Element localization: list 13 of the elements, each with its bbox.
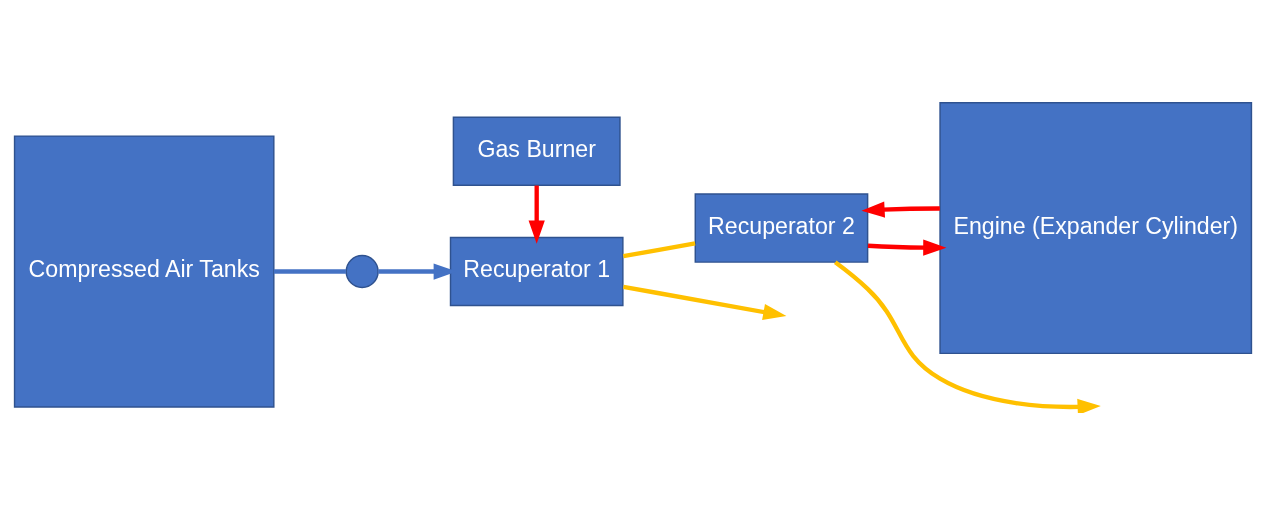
node-box: Recuperator 2 (694, 193, 869, 263)
arrow (834, 260, 1101, 413)
connector (273, 269, 346, 274)
connector (623, 241, 696, 259)
arrow (528, 185, 545, 244)
node-box: Recuperator 1 (449, 236, 624, 307)
arrow (623, 284, 787, 321)
arrow (861, 201, 940, 218)
node-box: Engine (Expander Cylinder) (939, 102, 1253, 355)
node-box: Compressed Air Tanks (13, 135, 275, 408)
arrow (867, 239, 947, 256)
node-circle (345, 254, 379, 289)
node-box: Gas Burner (452, 116, 621, 187)
